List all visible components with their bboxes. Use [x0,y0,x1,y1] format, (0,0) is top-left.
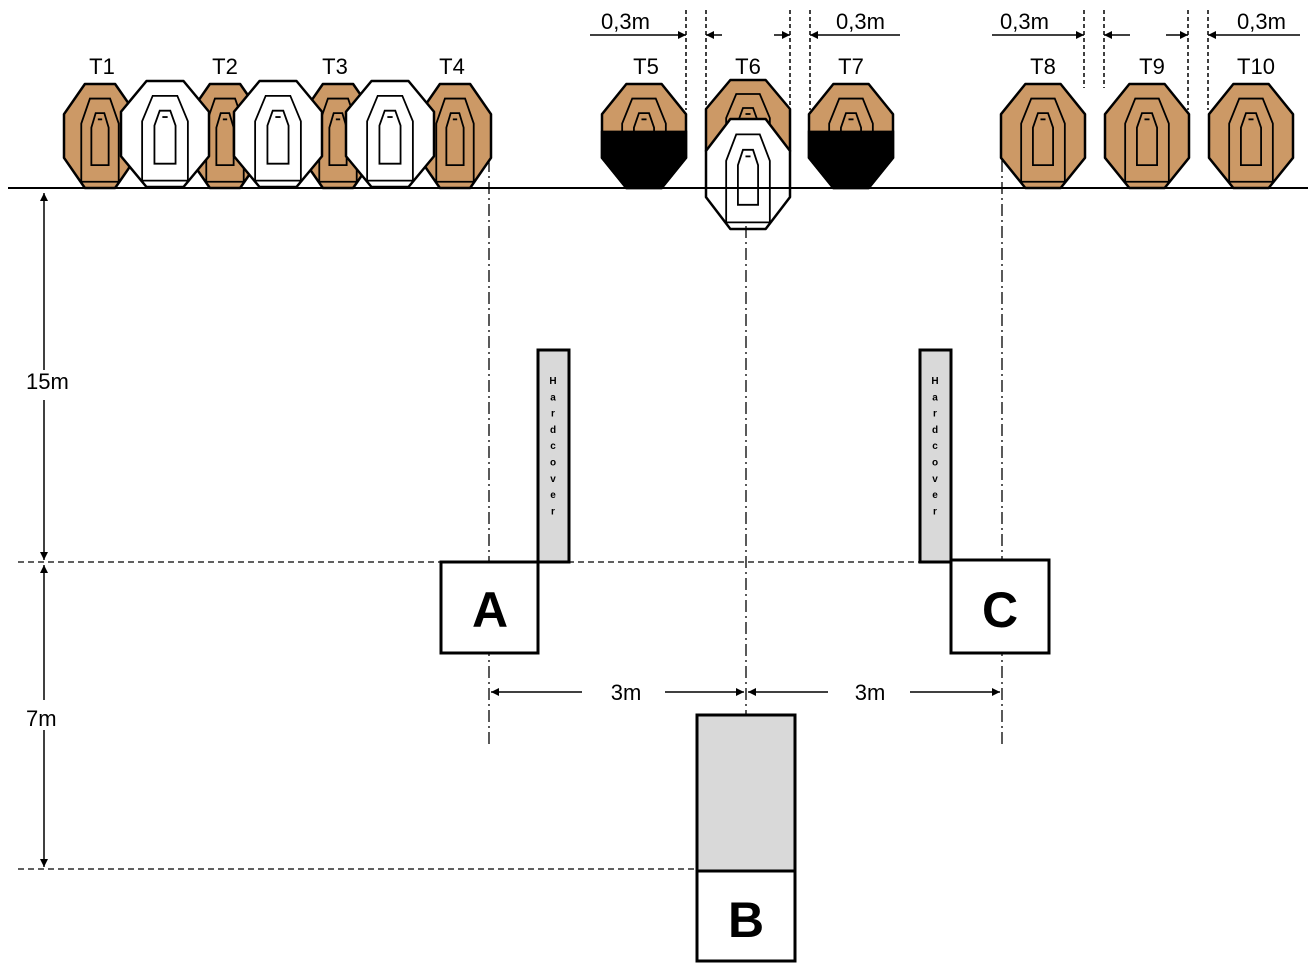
gap-label-t9-t10: 0,3m [1237,9,1286,34]
target-label-t9: T9 [1139,54,1165,79]
hardcover-letter: d [550,425,556,436]
target-label-t3: T3 [322,54,348,79]
hardcover-letter: e [932,490,938,501]
target-label-t6: T6 [735,54,761,79]
position-label-a: A [472,582,508,638]
hardcover-letter: o [550,458,556,469]
target-t5-icon [600,82,688,190]
target-label-t7: T7 [838,54,864,79]
hardcover-letter: c [550,441,556,452]
distance-label-7m: 7m [26,706,57,731]
hardcover-letter: a [932,392,938,403]
no-shoot-3-icon [344,79,436,189]
target-label-t10: T10 [1237,54,1275,79]
distance-label-15m: 15m [26,369,69,394]
hardcover-letter: r [551,409,555,420]
spacing-markers [685,10,1209,110]
targets-layer [62,78,1295,231]
distance-label-3m-right: 3m [855,680,886,705]
target-t7-icon [807,82,895,190]
target-t9-icon [1103,82,1191,190]
position-label-c: C [982,582,1018,638]
target-label-t8: T8 [1030,54,1056,79]
position-box-c [949,558,1051,655]
no-shoot-2-icon [232,79,324,189]
hardcover-letter: r [551,506,555,517]
hardcover-letter: r [933,506,937,517]
target-t8-icon [999,82,1087,190]
hardcover-letter: e [550,490,556,501]
hardcover-letter: o [932,458,938,469]
hardcover-left [536,348,571,564]
hardcover-letter: v [550,474,556,485]
position-box-a [439,560,540,655]
target-label-t5: T5 [633,54,659,79]
hardcover-letter: c [932,441,938,452]
hardcover-letter: d [932,425,938,436]
target-t10-icon [1207,82,1295,190]
gap-label-t8-t9: 0,3m [1000,9,1049,34]
hardcover-right [918,348,953,564]
target-label-t4: T4 [439,54,465,79]
hardcover-letter: v [932,474,938,485]
position-b-fault-area [695,713,797,873]
target-label-t1: T1 [89,54,115,79]
hardcover-letter: H [931,376,938,387]
no-shoot-1-icon [119,79,211,189]
gap-label-t6-t7: 0,3m [836,9,885,34]
hardcover-letter: H [549,376,556,387]
target-label-t2: T2 [212,54,238,79]
distance-label-3m-left: 3m [611,680,642,705]
hardcover-letter: r [933,409,937,420]
position-label-b: B [728,892,764,948]
position-box-b [695,869,797,963]
hardcover-letter: a [550,392,556,403]
gap-label-t5-t6: 0,3m [601,9,650,34]
no-shoot-4-icon [704,117,792,231]
